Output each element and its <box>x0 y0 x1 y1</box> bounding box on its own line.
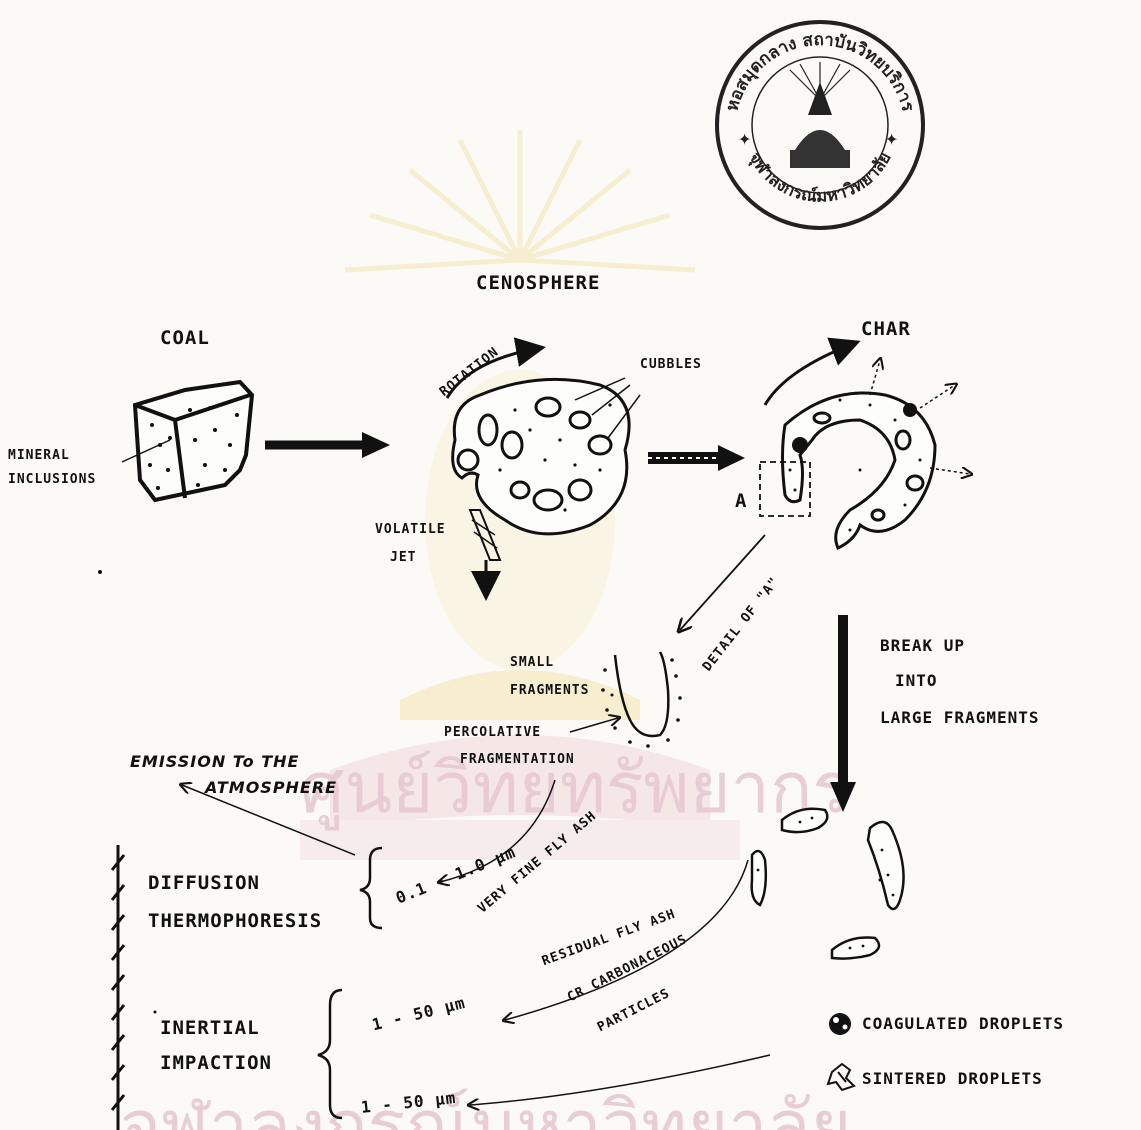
library-seal: ✦ ✦ หอสมุดกลาง สถาบันวิทยบริการ จุฬาลงกร… <box>717 22 923 228</box>
svg-text:✦: ✦ <box>885 126 898 151</box>
arrow-cenosphere-to-char <box>648 445 745 471</box>
label-break-up: BREAK UP <box>880 636 965 655</box>
label-mineral: MINERAL <box>8 448 70 463</box>
legend-coagulated: COAGULATED DROPLETS <box>862 1014 1064 1033</box>
label-fragmentation: FRAGMENTATION <box>460 752 575 767</box>
label-emission-1: EMISSION To THE <box>130 752 299 771</box>
label-into: INTO <box>895 671 938 690</box>
legend-sintered: SINTERED DROPLETS <box>862 1069 1043 1088</box>
label-point-a: A <box>735 490 747 512</box>
label-volatile: VOLATILE <box>375 522 446 537</box>
label-thermophoresis: THERMOPHORESIS <box>148 910 322 932</box>
large-fragments <box>752 809 904 959</box>
stage-label-char: CHAR <box>861 318 911 340</box>
svg-text:✦: ✦ <box>738 126 751 151</box>
label-jet: JET <box>390 550 416 565</box>
label-fragments: FRAGMENTS <box>510 683 589 698</box>
label-inclusions: INCLUSIONS <box>8 472 96 487</box>
watermark-text-line1: ศูนย์วิทยทรัพยากร <box>300 747 850 831</box>
stage-label-coal: COAL <box>160 327 210 349</box>
label-inertial: INERTIAL <box>160 1017 260 1039</box>
coagulated-droplet-icon <box>829 1013 851 1035</box>
percolative-leader <box>570 718 618 732</box>
label-impaction: IMPACTION <box>160 1052 272 1074</box>
arrow-coal-to-cenosphere <box>265 432 390 458</box>
label-large-fragments: LARGE FRAGMENTS <box>880 708 1040 727</box>
label-emission-2: ATMOSPHERE <box>205 778 337 797</box>
label-bubbles: CUBBLES <box>640 357 702 372</box>
break-up-arrow <box>830 615 856 812</box>
residual-ash-arrow <box>505 860 748 1020</box>
label-small: SMALL <box>510 655 554 670</box>
stage-label-cenosphere: CENOSPHERE <box>476 272 600 294</box>
label-diffusion: DIFFUSION <box>148 872 260 894</box>
label-percolative: PERCOLATIVE <box>444 725 541 740</box>
watermark-text-line2: จุฬาลงกรณ์มหาวิทยาลัย <box>120 1085 851 1130</box>
